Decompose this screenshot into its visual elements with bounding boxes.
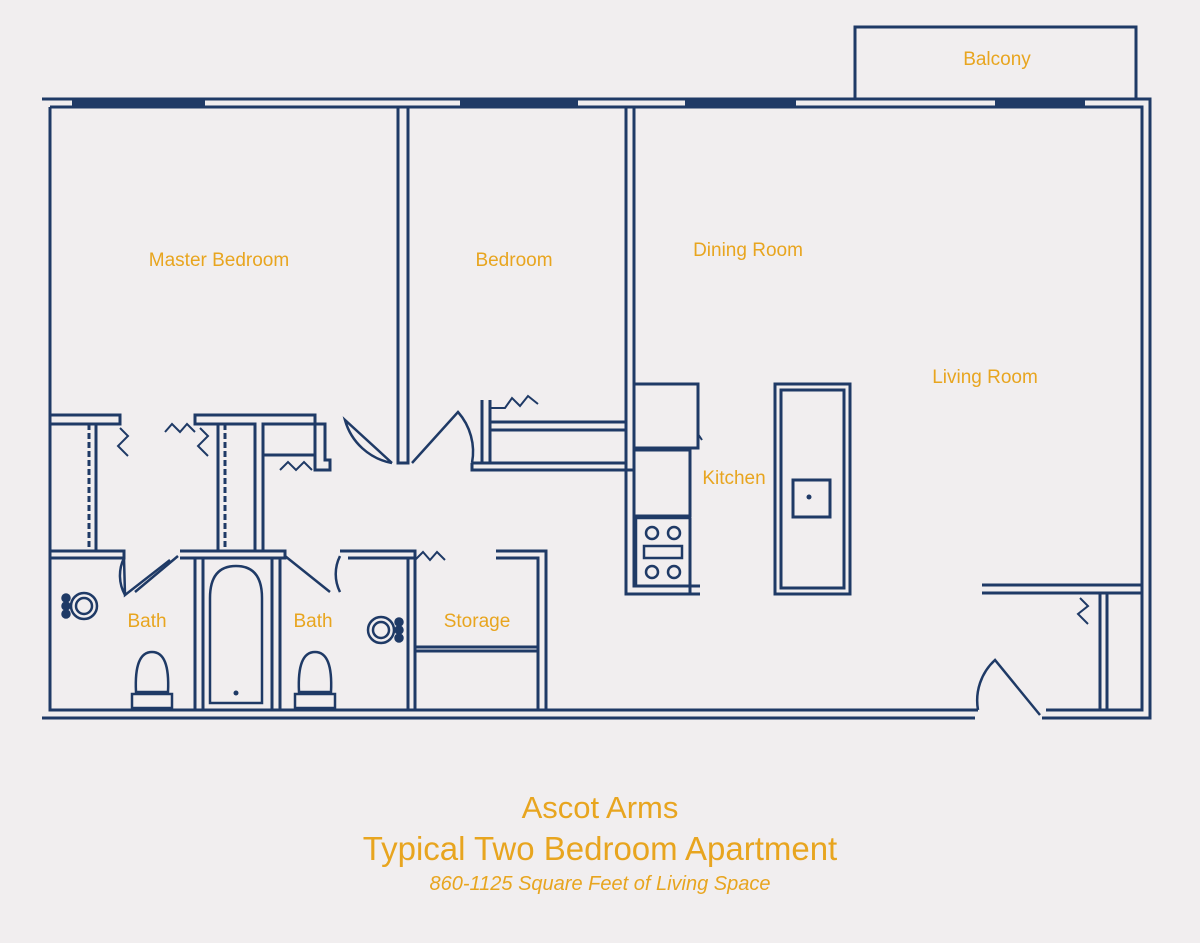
sink-right bbox=[366, 615, 404, 645]
exterior-wall-inner bbox=[48, 105, 1144, 712]
doors bbox=[118, 410, 1041, 716]
closet-frame-solid bbox=[94, 424, 220, 551]
floor-plan: Master Bedroom Bedroom Dining Room Livin… bbox=[42, 25, 1152, 720]
plan-subtitle: Typical Two Bedroom Apartment bbox=[362, 830, 838, 867]
door-master-bedroom bbox=[342, 416, 393, 465]
tub-drain bbox=[233, 690, 239, 696]
bathtub bbox=[208, 564, 264, 705]
toilet-right bbox=[293, 650, 337, 710]
door-bath-left bbox=[118, 557, 171, 598]
label-dining-room: Dining Room bbox=[693, 240, 803, 261]
bath-wall-right bbox=[340, 549, 417, 560]
label-storage: Storage bbox=[444, 611, 511, 632]
closet-frame bbox=[87, 424, 227, 551]
walls bbox=[42, 25, 1152, 720]
label-master-bedroom: Master Bedroom bbox=[149, 250, 289, 271]
bath-wall-right-v bbox=[406, 558, 417, 710]
label-living-room: Living Room bbox=[932, 367, 1038, 388]
toilet-left bbox=[130, 650, 174, 710]
refrigerator bbox=[632, 382, 700, 450]
door-bath-left-leaf bbox=[134, 555, 179, 593]
label-kitchen: Kitchen bbox=[702, 468, 765, 489]
sink-left bbox=[61, 591, 99, 621]
plan-area: 860-1125 Square Feet of Living Space bbox=[429, 873, 771, 895]
label-bath-left: Bath bbox=[127, 611, 166, 632]
stove bbox=[634, 516, 692, 588]
wall-master-bedroom bbox=[396, 107, 410, 465]
door-entry bbox=[975, 658, 1041, 716]
label-bath-right: Bath bbox=[293, 611, 332, 632]
plan-title: Ascot Arms bbox=[521, 790, 679, 825]
bedroom-closet bbox=[480, 400, 626, 463]
kitchen-sink bbox=[791, 478, 832, 519]
room-labels: Master Bedroom Bedroom Dining Room Livin… bbox=[127, 49, 1037, 632]
kitchen-island-inner bbox=[779, 388, 846, 590]
storage-shelf bbox=[415, 645, 538, 653]
storage-wall bbox=[496, 549, 548, 710]
entry-closet bbox=[982, 583, 1142, 710]
tub-walls bbox=[193, 558, 282, 710]
kitchen-island bbox=[773, 382, 852, 596]
kitchen-counter bbox=[632, 448, 692, 518]
door-bath-right bbox=[284, 555, 342, 593]
door-bedroom bbox=[411, 410, 475, 464]
label-balcony: Balcony bbox=[963, 49, 1031, 70]
closet-wall-center bbox=[193, 413, 332, 553]
wall-bedroom-dining bbox=[624, 107, 636, 472]
hall-wall-kitchen bbox=[470, 461, 626, 472]
balcony-outline bbox=[853, 25, 1138, 99]
bath-wall-center bbox=[180, 549, 287, 560]
closet-wall-left bbox=[50, 413, 122, 426]
label-bedroom: Bedroom bbox=[475, 250, 552, 271]
bath-wall-left bbox=[50, 549, 126, 560]
exterior-wall bbox=[42, 97, 1152, 720]
kitchen-sink-drain bbox=[806, 494, 812, 500]
closet-door-symbols bbox=[116, 394, 1090, 625]
